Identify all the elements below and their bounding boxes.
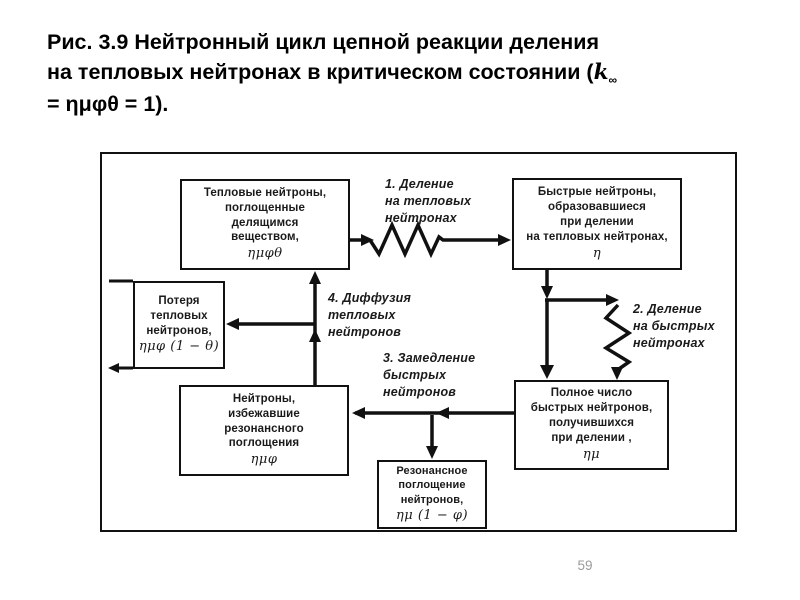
box-line: Тепловые нейтроны, [203, 186, 327, 199]
box-line: при делении [560, 216, 634, 229]
box-line: при делении , [551, 431, 632, 444]
box-line: веществом, [231, 231, 299, 244]
box-thermal-absorbed: Тепловые нейтроны, поглощенные делящимся… [180, 179, 350, 270]
box-formula: ημφ (1 − θ) [138, 339, 220, 355]
box-line: образовавшиеся [548, 201, 646, 214]
box-line: поглощенные [225, 201, 305, 214]
box-fast-neutrons-from-thermal: Быстрые нейтроны, образовавшиеся при дел… [512, 178, 682, 270]
box-line: на тепловых нейтронах, [526, 230, 668, 243]
label-line: на быстрых [633, 318, 715, 333]
box-formula: η [592, 245, 602, 261]
box-line: тепловых [150, 309, 208, 322]
diagram-frame: Тепловые нейтроны, поглощенные делящимся… [100, 152, 737, 532]
page-number: 59 [577, 558, 593, 573]
label-line: 1. Деление [385, 177, 454, 191]
caption-line3: = ημφθ = 1). [47, 91, 169, 116]
label-line: тепловых [328, 307, 396, 322]
box-line: получившихся [548, 417, 635, 430]
box-formula: ημ [582, 446, 601, 462]
label-line: 4. Диффузия [328, 291, 412, 305]
box-resonance-absorption: Резонансное поглощение нейтронов, ημ (1 … [377, 460, 487, 529]
caption-line2: на тепловых нейтронах в критическом сост… [47, 60, 594, 85]
box-line: Нейтроны, [232, 392, 296, 405]
figure-caption: Рис. 3.9 Нейтронный цикл цепной реакции … [47, 27, 761, 119]
label-fission-on-thermal: 1. Деление на тепловых нейтронах [385, 176, 471, 227]
diffusion-arrow [226, 271, 321, 385]
label-line: 3. Замедление [383, 351, 476, 365]
box-total-fast-neutrons: Полное число быстрых нейтронов, получивш… [514, 380, 669, 470]
box-line: резонансного [224, 422, 304, 435]
box-line: быстрых нейтронов, [530, 402, 653, 415]
box-line: делящимся [231, 216, 299, 229]
box-formula: ημ (1 − φ) [395, 508, 469, 523]
box-line: избежавшие [228, 407, 300, 420]
box-line: поглощения [228, 437, 300, 450]
box-thermal-loss: Потеря тепловых нейтронов, ημφ (1 − θ) [133, 281, 225, 369]
label-line: нейтронов [328, 324, 402, 339]
k-infinity-symbol: k [593, 60, 609, 86]
fast-fission-arrows [540, 270, 633, 380]
box-line: поглощение [398, 479, 466, 492]
label-line: нейтронах [633, 335, 705, 350]
label-line: нейтронах [385, 210, 457, 225]
box-resonance-escaped: Нейтроны, избежавшие резонансного поглощ… [179, 385, 349, 476]
label-thermal-diffusion: 4. Диффузия тепловых нейтронов [328, 290, 411, 341]
box-line: нейтронов, [400, 493, 464, 506]
label-line: на тепловых [385, 193, 472, 208]
box-formula: ημφθ [247, 246, 283, 262]
flow-arrows [108, 220, 633, 459]
box-line: Потеря [158, 294, 200, 307]
label-line: быстрых [383, 367, 447, 382]
label-fission-on-fast: 2. Деление на быстрых нейтронах [633, 301, 715, 352]
box-line: Полное число [550, 387, 633, 400]
box-formula: ημφ [250, 452, 278, 468]
fission-thermal-arrow [350, 220, 511, 259]
leakage-marks [108, 279, 133, 373]
box-line: нейтронов, [146, 324, 212, 337]
slowing-down-arrow [352, 407, 514, 459]
label-slowing-down: 3. Замедление быстрых нейтронов [383, 350, 475, 401]
box-line: Быстрые нейтроны, [537, 186, 657, 199]
caption-line1: Рис. 3.9 Нейтронный цикл цепной реакции … [47, 30, 600, 54]
label-line: 2. Деление [633, 302, 702, 316]
box-line: Резонансное [396, 465, 468, 478]
label-line: нейтронов [383, 384, 457, 399]
k-infinity-subscript: ∞ [608, 73, 618, 88]
